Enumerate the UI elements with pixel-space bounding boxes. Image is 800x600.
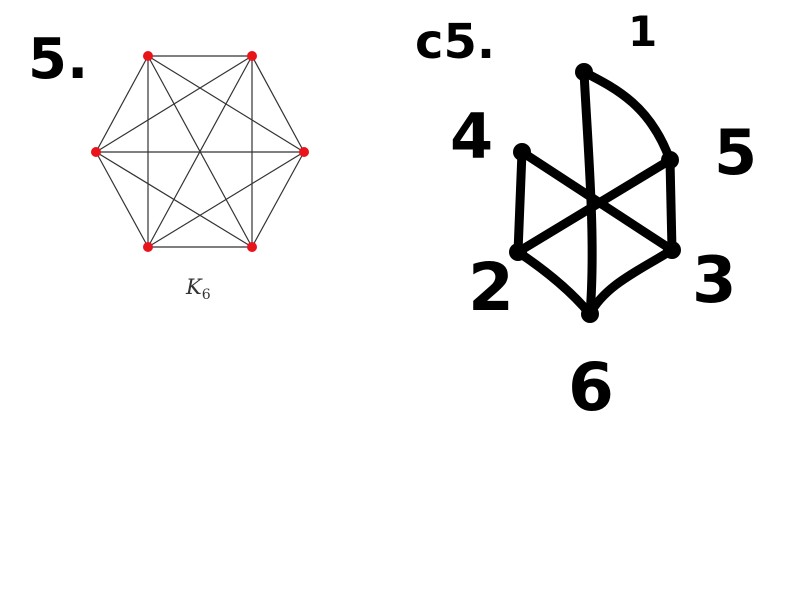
problem-number-right: c5. xyxy=(415,14,495,70)
hand-drawn-vertices xyxy=(509,63,681,323)
k6-vertex xyxy=(299,147,309,157)
k6-edge xyxy=(95,55,253,153)
edge-3-6 xyxy=(585,245,677,319)
vertex-4 xyxy=(513,143,531,161)
vertex-6 xyxy=(581,305,599,323)
vertex-label-6: 6 xyxy=(568,349,614,426)
k6-edge xyxy=(251,151,305,248)
vertex-1 xyxy=(575,63,593,81)
k6-edge xyxy=(95,55,149,153)
problem-number-left: 5. xyxy=(28,27,88,92)
k6-caption-main: K xyxy=(185,275,203,299)
k6-edge xyxy=(95,151,253,248)
vertex-label-3: 3 xyxy=(692,244,737,318)
k6-caption-subscript: 6 xyxy=(202,287,211,303)
k6-edge xyxy=(251,55,305,153)
k6-edge xyxy=(95,151,149,248)
vertex-label-2: 2 xyxy=(468,249,514,326)
k6-vertex xyxy=(143,242,153,252)
edge-6-2 xyxy=(513,247,595,319)
k6-vertex xyxy=(247,51,257,61)
k6-vertex xyxy=(91,147,101,157)
k6-vertex xyxy=(143,51,153,61)
vertex-label-1: 1 xyxy=(628,7,657,56)
edge-1-5 xyxy=(579,67,675,165)
k6-vertex xyxy=(247,242,257,252)
k6-vertices xyxy=(91,51,309,252)
k6-edges xyxy=(95,55,305,248)
vertex-label-5: 5 xyxy=(714,116,757,189)
edge-2-4 xyxy=(513,147,527,257)
vertex-2 xyxy=(509,243,527,261)
k6-edge xyxy=(147,151,305,248)
hand-drawn-graph xyxy=(513,67,677,319)
vertex-3 xyxy=(663,241,681,259)
edge-2-5 xyxy=(513,155,675,257)
k6-graph xyxy=(91,51,309,252)
vertex-label-4: 4 xyxy=(450,100,493,173)
edge-5-3 xyxy=(665,155,677,255)
k6-caption: K6 xyxy=(185,275,211,303)
vertex-5 xyxy=(661,151,679,169)
